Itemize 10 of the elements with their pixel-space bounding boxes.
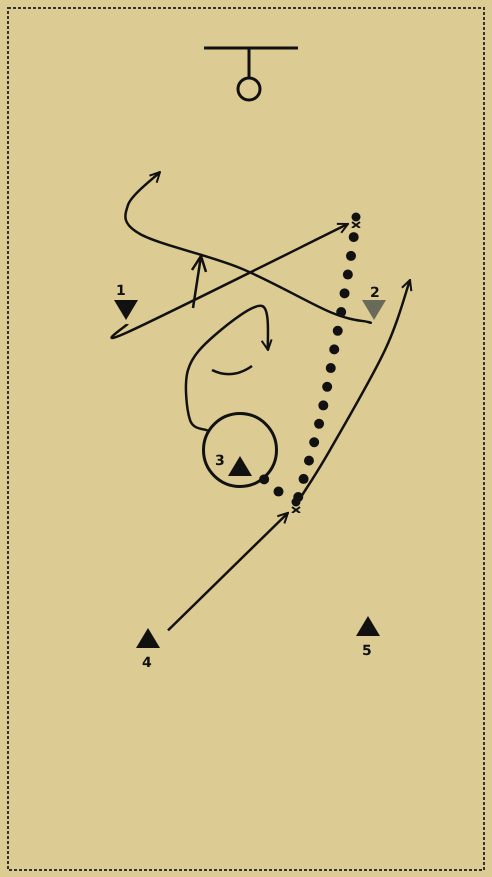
movement-arrow	[300, 279, 413, 498]
movement-arrow	[124, 171, 371, 324]
movement-arrow	[110, 222, 349, 339]
ball-holder-circle	[202, 412, 278, 488]
movement-arrow	[167, 512, 289, 632]
player-number: 3	[215, 454, 225, 468]
player-number: 5	[362, 644, 372, 658]
player-number: 1	[116, 284, 126, 298]
player-number: 4	[142, 656, 152, 670]
player-number: 2	[370, 286, 380, 300]
